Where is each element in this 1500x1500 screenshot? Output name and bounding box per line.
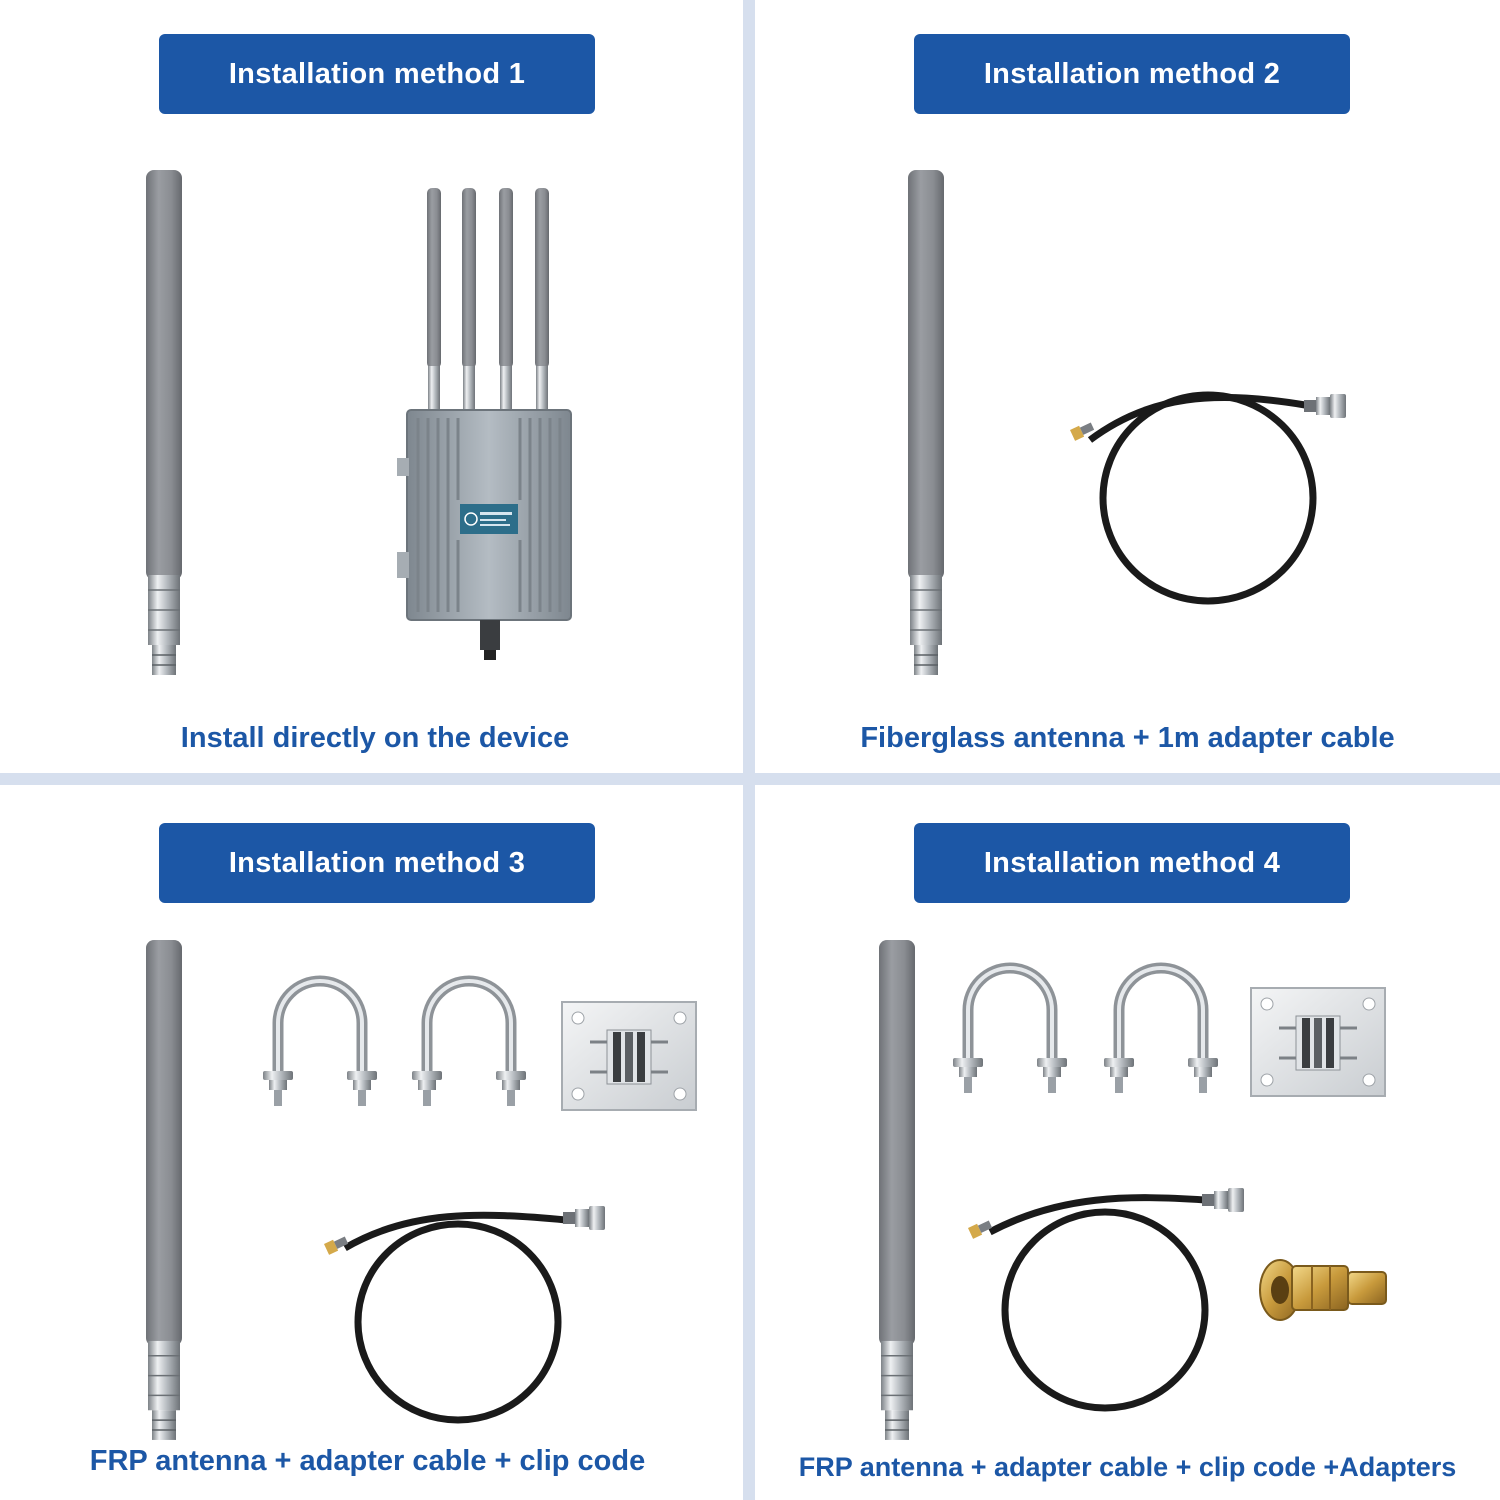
panel-2-art: [907, 169, 1346, 676]
adapter-cable-icon: [1070, 391, 1346, 605]
badge-installation-method-4: Installation method 4: [914, 823, 1350, 903]
adapter-cable-icon: [968, 1188, 1244, 1412]
u-bolt-clamp-icon: [263, 981, 377, 1106]
panel-4-art: [878, 939, 1387, 1441]
mounting-plate-icon: [1249, 986, 1387, 1098]
vertical-divider: [743, 0, 755, 1500]
caption-method-3: FRP antenna + adapter cable + clip code: [89, 1445, 646, 1477]
badge-installation-method-2: Installation method 2: [914, 34, 1350, 114]
u-bolt-clamp-icon: [412, 981, 526, 1106]
outdoor-access-point-icon: [397, 188, 572, 660]
caption-method-4: FRP antenna + adapter cable + clip code …: [798, 1452, 1457, 1482]
adapter-cable-icon: [324, 1206, 605, 1424]
fiberglass-antenna-icon: [145, 169, 183, 676]
mounting-plate-icon: [560, 1000, 698, 1112]
fiberglass-antenna-icon: [907, 169, 945, 676]
caption-method-1: Install directly on the device: [180, 722, 570, 754]
u-bolt-clamp-icon: [1104, 968, 1218, 1093]
caption-method-2: Fiberglass antenna + 1m adapter cable: [860, 722, 1395, 754]
fiberglass-antenna-icon: [878, 939, 916, 1441]
badge-installation-method-3: Installation method 3: [159, 823, 595, 903]
fiberglass-antenna-icon: [145, 939, 183, 1441]
badge-installation-method-1: Installation method 1: [159, 34, 595, 114]
panel-3-art: [145, 939, 698, 1441]
panel-1-art: [145, 169, 572, 676]
horizontal-divider: [0, 773, 1500, 785]
u-bolt-clamp-icon: [953, 968, 1067, 1093]
sma-adapter-icon: [1259, 1259, 1387, 1321]
